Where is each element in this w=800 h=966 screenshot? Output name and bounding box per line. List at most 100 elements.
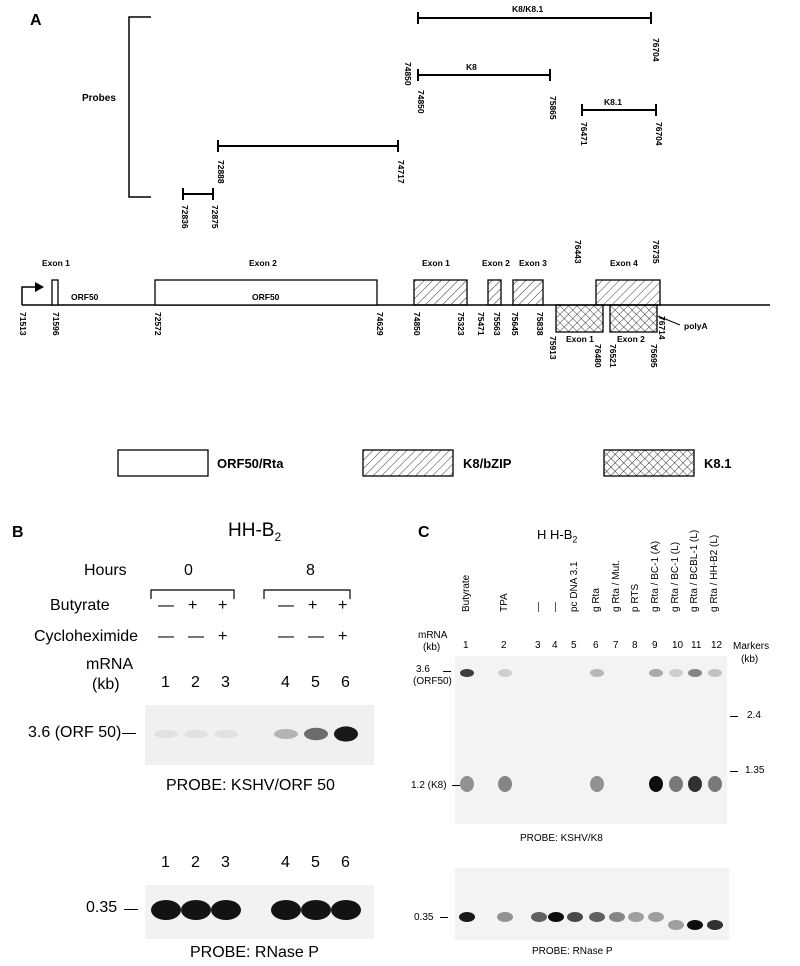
lane-name: —: [550, 602, 561, 612]
probe-name: K8/K8.1: [512, 4, 544, 14]
band-rnasep-c: [628, 912, 644, 922]
band-label-0.35: 0.35: [414, 912, 434, 923]
band-rnasep-c: [497, 912, 513, 922]
exon-label: Exon 4: [610, 258, 638, 268]
orf50-exon1: [51, 279, 59, 306]
hours-value: 8: [306, 562, 315, 579]
lane-number: 2: [191, 674, 200, 691]
lane-number: 6: [341, 674, 350, 691]
lane-number: 2: [191, 854, 200, 871]
gene-label: ORF50: [71, 292, 99, 302]
band-k8: [688, 776, 702, 792]
k8-exon3: [512, 279, 544, 306]
butyrate-sign: —: [278, 597, 294, 614]
panel-c-title: H H-B2: [537, 527, 577, 545]
exon-label: Exon 1: [42, 258, 70, 268]
band-3.6: [460, 669, 474, 677]
probes-bracket: [128, 16, 151, 198]
blot-orf50: [145, 705, 374, 765]
band-rnasep: [211, 900, 241, 920]
band-rnasep: [151, 900, 181, 920]
band-k8: [498, 776, 512, 792]
band-rnasep-c: [648, 912, 664, 922]
lane-number: 7: [613, 640, 619, 651]
band-k8: [460, 776, 474, 792]
band-label-k8: 1.2 (K8): [411, 780, 447, 791]
band-3.6: [649, 669, 663, 677]
title-main: H H-B: [537, 527, 573, 542]
polya-label: polyA: [684, 321, 708, 331]
blot-orf50-bands: [154, 726, 358, 742]
probe-label-orf50: PROBE: KSHV/ORF 50: [166, 777, 335, 794]
lane-number: 2: [501, 640, 507, 651]
band-orf50: [154, 729, 178, 739]
cyclo-label: Cycloheximide: [34, 628, 139, 645]
hours-value: 0: [184, 562, 193, 579]
exon-label: Exon 1: [566, 334, 594, 344]
band-tick: [124, 909, 138, 910]
lane-number: 6: [341, 854, 350, 871]
gene-label: ORF50: [252, 292, 280, 302]
probe-label-rnasep-c: PROBE: RNase P: [532, 946, 613, 957]
blot-k8-bands: [460, 669, 722, 792]
cyclo-sign: +: [338, 628, 348, 645]
band-rnasep: [301, 900, 331, 920]
lane-name: Butyrate: [461, 574, 472, 612]
lane-number: 3: [221, 674, 230, 691]
marker-tick: [730, 716, 738, 717]
title-main: HH-B: [228, 520, 275, 541]
band-k8: [669, 776, 683, 792]
lane-number: 9: [652, 640, 658, 651]
k81-exon1: [555, 304, 604, 333]
legend-label: K8.1: [704, 456, 732, 471]
blot-rnasep: [145, 885, 374, 939]
lane-name: g Rta / BC-1 (L): [670, 541, 681, 612]
markers-kb: (kb): [741, 654, 759, 665]
lane-number: 5: [571, 640, 577, 651]
band-tick: [122, 733, 136, 734]
lane-number: 3: [221, 854, 230, 871]
blot-k8: [455, 656, 727, 824]
probe-name: K8.1: [604, 97, 622, 107]
band-3.6: [708, 669, 722, 677]
band-rnasep-c: [531, 912, 547, 922]
band-rnasep-c: [459, 912, 475, 922]
genome-map: [21, 12, 770, 477]
band-label-rnasep: 0.35: [86, 899, 118, 916]
butyrate-sign: +: [218, 597, 228, 614]
band-3.6: [688, 669, 702, 677]
band-3.6: [498, 669, 512, 677]
probe-label-rnasep: PROBE: RNase P: [190, 944, 319, 961]
band-rnasep-c: [609, 912, 625, 922]
hours-label: Hours: [84, 562, 127, 579]
lane-number: 4: [281, 854, 290, 871]
title-sub: 2: [274, 529, 282, 544]
lane-number: 5: [311, 854, 320, 871]
lane-number: 6: [593, 640, 599, 651]
lane-name: g Rta / BCBL-1 (L): [689, 529, 700, 612]
kb-label: (kb): [92, 676, 120, 693]
probe-bars: [182, 12, 657, 200]
band-rnasep: [271, 900, 301, 920]
lane-number: 4: [552, 640, 558, 651]
exon-label: Exon 2: [617, 334, 645, 344]
band-rnasep-c: [668, 920, 684, 930]
lane-number: 1: [161, 674, 170, 691]
panel-c-label: C: [418, 524, 430, 541]
lane-number: 4: [281, 674, 290, 691]
band-orf50: [304, 727, 328, 741]
lane-number: 10: [672, 640, 684, 651]
band-rnasep-c: [567, 912, 583, 922]
lane-number: 3: [535, 640, 541, 651]
cyclo-sign: —: [188, 628, 204, 645]
band-rnasep-c: [707, 920, 723, 930]
band-k8: [590, 776, 604, 792]
band-orf50: [334, 726, 358, 742]
band-rnasep-c: [548, 912, 564, 922]
marker-2.4: 2.4: [747, 710, 761, 721]
panel-a-label: A: [30, 12, 42, 29]
band-k8: [649, 776, 663, 792]
lane-name: g Rta / BC-1 (A): [650, 540, 661, 612]
blot-rnasep-c-bands: [459, 912, 723, 930]
k8-exon1: [413, 279, 468, 306]
